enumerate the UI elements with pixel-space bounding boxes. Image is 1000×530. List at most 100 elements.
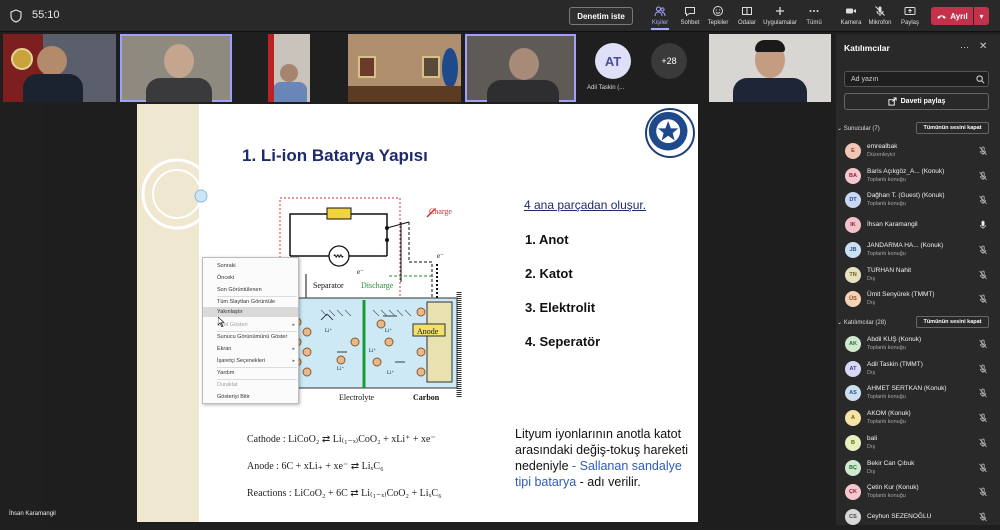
- apps-icon: [776, 7, 784, 15]
- menu-item-pointer-options[interactable]: İşaretçi Seçenekleri▸: [217, 358, 299, 364]
- desk: [348, 86, 461, 102]
- video-tile-4[interactable]: [348, 34, 461, 102]
- menu-item-previous[interactable]: Önceki: [217, 275, 235, 281]
- mic-off-icon[interactable]: [978, 270, 988, 280]
- people-button[interactable]: Kişiler: [643, 3, 677, 30]
- video-tile-2[interactable]: [120, 34, 232, 102]
- more-button[interactable]: Tümü: [797, 3, 831, 30]
- share-icon: [888, 97, 897, 106]
- chat-button[interactable]: Sohbet: [673, 3, 707, 30]
- menu-item-label: Özel Gösteri: [217, 322, 248, 328]
- share-invite-button[interactable]: Daveti paylaş: [844, 93, 989, 110]
- mute-all-presenters-button[interactable]: Tümünün sesini kapat: [916, 122, 989, 134]
- menu-item-screen[interactable]: Ekran▸: [217, 346, 299, 352]
- mic-off-icon[interactable]: [978, 487, 988, 497]
- participant-name: Baris Açıkgöz_A... (Konuk): [867, 167, 945, 175]
- slide-paragraph: Lityum iyonlarının anotla katot arasında…: [515, 426, 691, 490]
- request-control-button[interactable]: Denetim iste: [569, 7, 633, 25]
- slide-paragraph-text: Lityum iyonlarının anotla katot arasında…: [515, 427, 689, 473]
- search-icon: [976, 75, 985, 84]
- share-button[interactable]: Paylaş: [893, 3, 927, 30]
- leave-button[interactable]: Ayrıl: [931, 7, 973, 25]
- mic-off-icon[interactable]: [978, 294, 988, 304]
- video-tile-1[interactable]: [3, 34, 116, 102]
- mic-off-icon[interactable]: [978, 195, 988, 205]
- mic-off-icon[interactable]: [978, 146, 988, 156]
- avatar: IK: [845, 217, 861, 234]
- apps-button[interactable]: Uygulamalar: [763, 3, 797, 30]
- menu-item-zoom[interactable]: Yakınlaştır: [203, 307, 298, 317]
- more-participants-button[interactable]: +28: [651, 43, 687, 79]
- mic-off-icon[interactable]: [978, 463, 988, 473]
- attendees-section-header[interactable]: ⌄ Katılımcılar (28): [837, 320, 887, 326]
- slide-context-menu: Sonraki Önceki Son Görüntülenen Tüm Slay…: [202, 257, 299, 404]
- university-logo-icon: [645, 108, 695, 158]
- mute-all-attendees-button[interactable]: Tümünün sesini kapat: [916, 316, 989, 328]
- menu-item-last-viewed[interactable]: Son Görüntülenen: [217, 287, 262, 293]
- presenters-section-header[interactable]: ⌄ Sunucular (7): [837, 126, 880, 132]
- flag-stripe: [268, 34, 274, 102]
- mic-off-icon[interactable]: [978, 364, 988, 374]
- avatar: ÜS: [845, 291, 861, 308]
- leave-options-chevron-icon[interactable]: ▾: [974, 7, 989, 25]
- person-head: [37, 46, 67, 76]
- menu-item-help[interactable]: Yardım: [217, 370, 235, 376]
- avatar: B: [845, 434, 861, 451]
- menu-separator: [217, 296, 297, 297]
- mic-off-icon[interactable]: [978, 339, 988, 349]
- video-tile-3[interactable]: [268, 34, 310, 102]
- video-tile-6[interactable]: [709, 34, 831, 102]
- camera-button[interactable]: Kamera: [834, 3, 868, 30]
- mic-off-icon[interactable]: [978, 512, 988, 522]
- menu-item-pause[interactable]: Duraklat: [217, 382, 238, 388]
- video-tile-5[interactable]: [465, 34, 576, 102]
- search-input[interactable]: Ad yazın: [844, 71, 989, 87]
- mic-off-icon[interactable]: [978, 245, 988, 255]
- mic-off-icon[interactable]: [978, 438, 988, 448]
- rooms-button[interactable]: Odalar: [730, 3, 764, 30]
- reactions-button[interactable]: Tepkiler: [701, 3, 735, 30]
- person-head: [509, 48, 539, 80]
- menu-item-custom-show[interactable]: Özel Gösteri▸: [217, 322, 299, 328]
- apps-label: Uygulamalar: [763, 20, 797, 26]
- menu-item-presenter-view[interactable]: Sunucu Görünümünü Göster: [217, 334, 288, 340]
- avatar: A: [845, 410, 861, 427]
- menu-item-next[interactable]: Sonraki: [217, 263, 236, 269]
- close-icon[interactable]: ✕: [979, 41, 988, 52]
- mouse-cursor-icon: [218, 317, 225, 327]
- more-label: Tümü: [806, 20, 822, 26]
- avatar: E: [845, 143, 861, 159]
- menu-item-all-slides[interactable]: Tüm Slaytları Görüntüle: [217, 299, 276, 305]
- slide-title: 1. Li-ion Batarya Yapısı: [242, 146, 428, 165]
- avatar: JB: [845, 241, 861, 258]
- mic-off-icon[interactable]: [978, 171, 988, 181]
- panel-more-icon[interactable]: ⋯: [960, 42, 969, 52]
- menu-item-end-show[interactable]: Gösteriyi Bitir: [217, 394, 250, 400]
- reactions-label: Tepkiler: [707, 20, 729, 26]
- participant-name: Bekir Can Çıbuk: [867, 459, 915, 467]
- microphone-label: Mikrofon: [868, 20, 892, 26]
- mic-off-icon[interactable]: [978, 388, 988, 398]
- microphone-button[interactable]: Mikrofon: [863, 3, 897, 30]
- mic-off-icon[interactable]: [978, 413, 988, 423]
- mic-on-icon[interactable]: [978, 220, 988, 230]
- avatar[interactable]: AT: [595, 43, 631, 79]
- participant-name: JANDARMA HA... (Konuk): [867, 241, 944, 249]
- participant-name: Çetin Kur (Konuk): [867, 484, 919, 492]
- avatar: AS: [845, 385, 861, 402]
